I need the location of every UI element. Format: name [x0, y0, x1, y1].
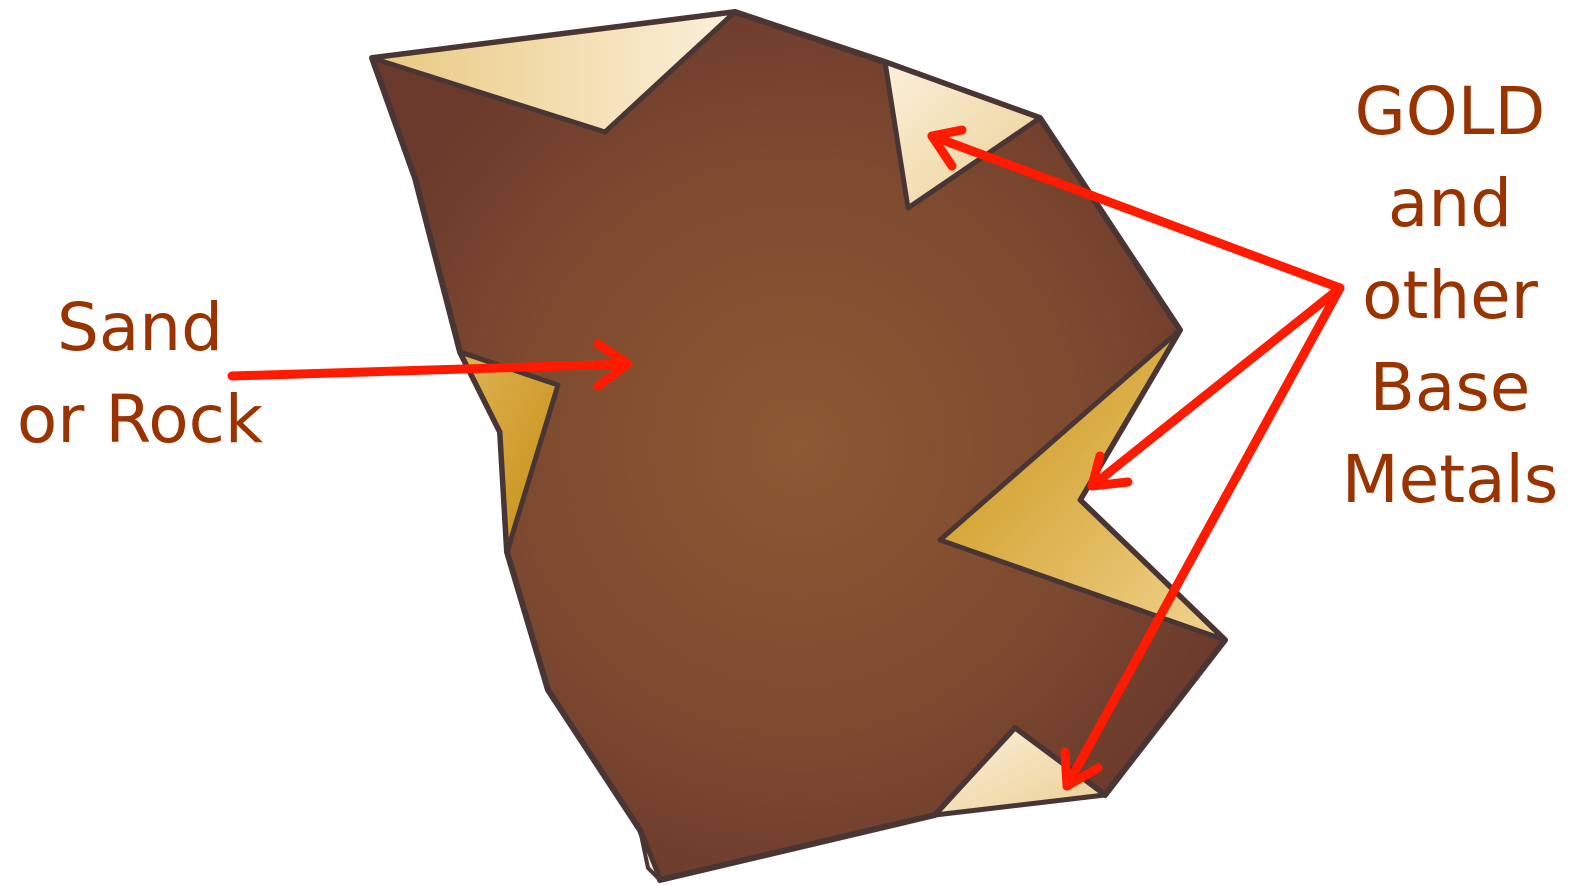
- sand-or-rock-label: Sand or Rock: [0, 282, 280, 466]
- gold-label-line-5: Metals: [1330, 434, 1570, 526]
- sand-label-line-1: Sand: [0, 282, 280, 374]
- gold-and-metals-label: GOLD and other Base Metals: [1330, 66, 1570, 526]
- gold-label-line-3: other: [1330, 250, 1570, 342]
- sand-label-line-2: or Rock: [0, 374, 280, 466]
- gold-label-line-4: Base: [1330, 342, 1570, 434]
- gold-label-line-2: and: [1330, 158, 1570, 250]
- gold-label-line-1: GOLD: [1330, 66, 1570, 158]
